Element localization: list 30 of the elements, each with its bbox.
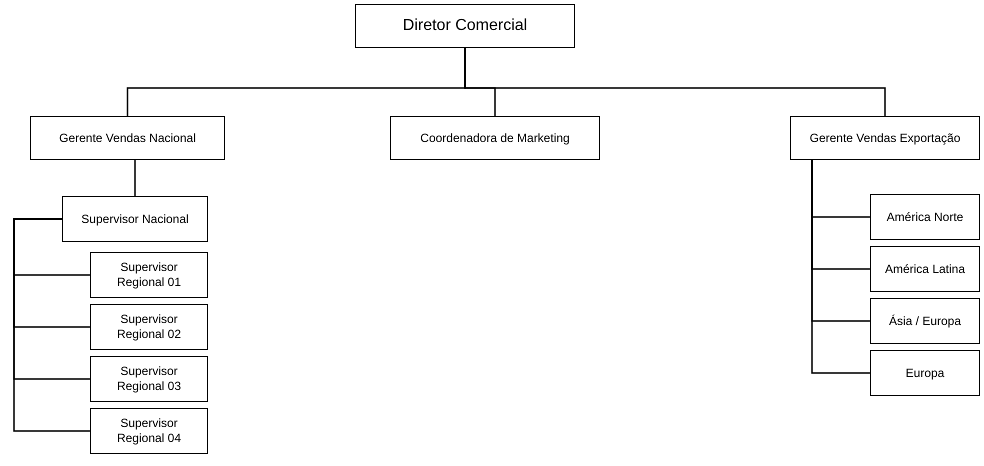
org-box xyxy=(790,116,980,160)
role-title: Supervisor Regional 04 xyxy=(116,416,182,446)
role-title: Supervisor Regional 01 xyxy=(116,260,182,290)
org-box xyxy=(90,356,208,402)
role-title: América Norte xyxy=(886,210,964,224)
connector-line xyxy=(13,218,90,432)
role-title: Coordenadora de Marketing xyxy=(420,130,570,146)
org-box xyxy=(870,246,980,292)
connector-line xyxy=(134,160,136,196)
org-box xyxy=(90,304,208,350)
role-title: Supervisor Nacional xyxy=(81,212,189,226)
role-title: Gerente Vendas Nacional xyxy=(59,130,196,146)
org-box xyxy=(870,350,980,396)
role-title: Ásia / Europa xyxy=(888,314,962,328)
role-title: Diretor Comercial xyxy=(402,16,528,36)
role-title: Gerente Vendas Exportação xyxy=(810,130,960,146)
org-box xyxy=(30,116,225,160)
connector-line xyxy=(464,48,886,116)
role-title: Europa xyxy=(906,366,944,380)
connector-line xyxy=(811,160,870,374)
role-title: América Latina xyxy=(884,262,966,276)
org-box xyxy=(870,298,980,344)
org-box xyxy=(390,116,600,160)
org-box xyxy=(62,196,208,242)
org-box xyxy=(870,194,980,240)
role-title: Supervisor Regional 02 xyxy=(116,312,182,342)
org-box xyxy=(90,252,208,298)
org-box xyxy=(90,408,208,454)
role-title: Supervisor Regional 03 xyxy=(116,364,182,394)
org-box xyxy=(355,4,575,48)
